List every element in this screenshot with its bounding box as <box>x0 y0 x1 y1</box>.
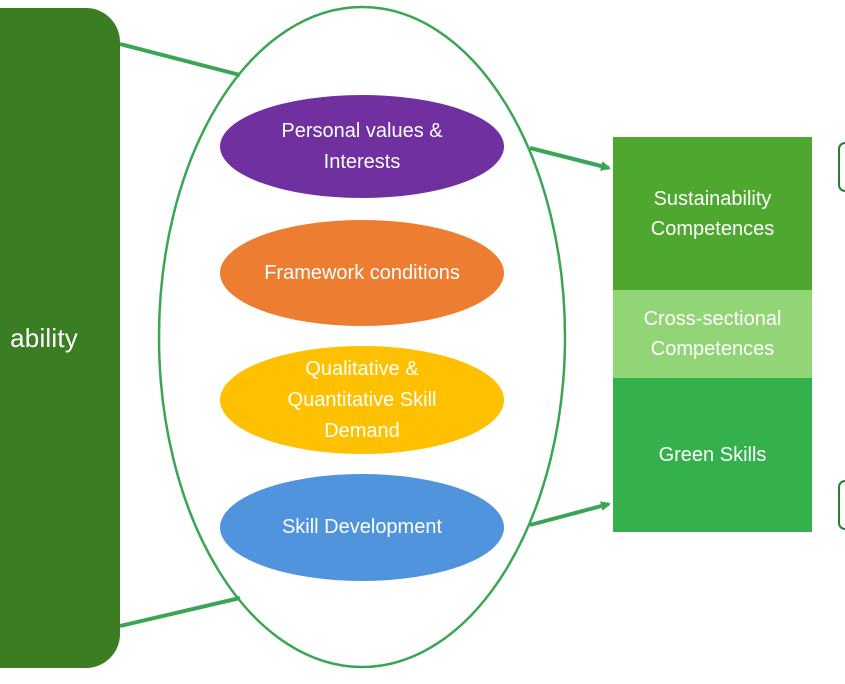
factor-skill-demand-label: Qualitative & Quantitative Skill Demand <box>287 357 437 442</box>
green-skills-level: Green Skills <box>613 378 812 532</box>
connector-line-top <box>119 42 241 77</box>
arrow-to-green-skills <box>529 501 611 527</box>
competence-stack: Sustainability Competences Cross-section… <box>613 137 812 532</box>
cross-sectional-competences-label: Cross-sectional Competences <box>643 308 782 360</box>
sustainability-competences-level: Sustainability Competences <box>613 137 812 290</box>
arrow-to-sustainability-competences <box>529 146 611 171</box>
factor-personal-values-label: Personal values & Interests <box>281 119 443 173</box>
connector-line-bottom <box>119 596 241 628</box>
edge-box-top <box>838 142 845 192</box>
edge-box-bottom <box>838 480 845 530</box>
factor-framework-conditions-label: Framework conditions <box>264 261 460 284</box>
sustainability-block-label: ability <box>10 322 78 353</box>
sustainability-block: ability <box>0 8 120 668</box>
factor-personal-values: Personal values & Interests <box>220 95 504 198</box>
factor-skill-development: Skill Development <box>220 474 504 581</box>
factor-framework-conditions: Framework conditions <box>220 220 504 326</box>
cross-sectional-competences-level: Cross-sectional Competences <box>613 290 812 378</box>
green-skills-label: Green Skills <box>658 444 767 466</box>
factor-group-outline <box>157 5 567 669</box>
factor-skill-demand: Qualitative & Quantitative Skill Demand <box>220 346 504 454</box>
sustainability-competences-label: Sustainability Competences <box>650 187 775 240</box>
factor-skill-development-label: Skill Development <box>281 516 443 538</box>
